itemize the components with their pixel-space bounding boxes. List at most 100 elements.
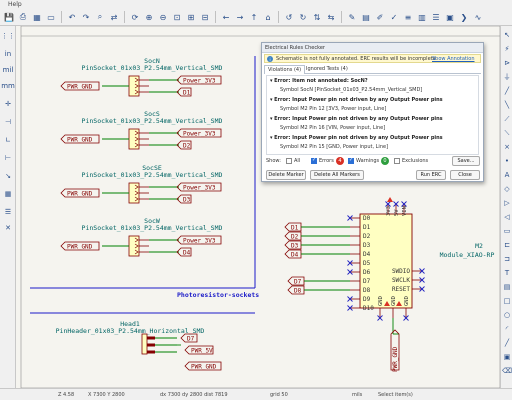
add-label-icon[interactable]: A — [504, 171, 510, 179]
forward-icon[interactable]: → — [236, 12, 244, 22]
delete-icon[interactable]: ⌫ — [502, 367, 512, 375]
all-checkbox[interactable] — [286, 158, 292, 164]
bom-icon[interactable]: ☰ — [432, 12, 440, 22]
delete-all-markers-button[interactable]: Delete All Markers — [310, 170, 364, 180]
mirror-h-icon[interactable]: ⇆ — [327, 12, 335, 22]
menu-help[interactable]: Help — [8, 1, 22, 8]
junction-icon[interactable]: • — [504, 157, 510, 165]
run-erc-button[interactable]: Run ERC — [416, 170, 446, 180]
find-icon[interactable]: ⌕ — [97, 12, 103, 21]
violation-heading[interactable]: Error: Input Power pin not driven by any… — [270, 135, 443, 141]
zoom-out-icon[interactable]: ⊖ — [159, 12, 167, 22]
symbol-browser-icon[interactable]: ▤ — [362, 12, 370, 22]
mirror-v-icon[interactable]: ⇅ — [313, 12, 321, 22]
netlist-icon[interactable]: ≡ — [404, 12, 412, 22]
erc-dialog-titlebar[interactable]: Electrical Rules Checker — [262, 43, 483, 53]
bus-icon[interactable]: ↘ — [5, 172, 11, 180]
add-circle-icon[interactable]: ○ — [503, 311, 511, 319]
close-button[interactable]: Close — [450, 170, 480, 180]
tools-icon[interactable]: ✕ — [5, 224, 11, 232]
violation-detail[interactable]: Symbol M2 Pin 12 [3V3, Power input, Line… — [280, 106, 387, 112]
violations-list[interactable]: Error: Item not annotated: SocN? Symbol … — [266, 75, 479, 155]
delete-marker-button[interactable]: Delete Marker — [266, 170, 306, 180]
zoom-objects-icon[interactable]: ⊞ — [187, 12, 195, 22]
add-text-icon[interactable]: T — [504, 269, 510, 277]
add-hier-label-icon[interactable]: ◁ — [504, 213, 510, 221]
add-wire-entry-icon[interactable]: ⟋ — [504, 114, 510, 123]
refresh-icon[interactable]: ⟳ — [131, 12, 139, 22]
add-bus-icon[interactable]: ╲ — [504, 101, 510, 109]
violation-detail[interactable]: Symbol SocN [PinSocket_01x03_P2.54mm_Ver… — [280, 87, 423, 93]
add-sheet-icon[interactable]: ▭ — [503, 227, 511, 235]
plot-icon[interactable]: ▦ — [33, 12, 41, 22]
cursor-icon[interactable]: ✛ — [5, 100, 11, 108]
header-pin — [147, 343, 155, 347]
hidden-pins-icon[interactable]: ⊣ — [4, 118, 12, 126]
add-arc-icon[interactable]: ◜ — [505, 325, 509, 333]
add-wire-icon[interactable]: ╱ — [504, 87, 510, 95]
save-icon[interactable]: 💾 — [4, 12, 14, 22]
mil-units-icon[interactable]: mil — [2, 66, 14, 74]
tab-violations[interactable]: Violations (4) — [264, 65, 306, 74]
no-connect-icon[interactable]: × — [504, 143, 510, 151]
select-icon[interactable]: ↖ — [504, 31, 510, 39]
add-line-icon[interactable]: ╱ — [504, 339, 510, 347]
find-replace-icon[interactable]: ⇄ — [110, 12, 118, 22]
properties-icon[interactable]: ☰ — [4, 208, 12, 216]
mm-units-icon[interactable]: mm — [1, 82, 15, 90]
warnings-checkbox[interactable] — [348, 157, 354, 164]
up-icon[interactable]: ↑ — [250, 12, 258, 22]
exclusions-checkbox[interactable] — [394, 158, 400, 164]
scripting-icon[interactable]: ❯ — [460, 12, 468, 22]
erc-icon[interactable]: ✓ — [390, 12, 398, 22]
redo-icon[interactable]: ↷ — [82, 12, 90, 22]
socket-value: PinSocket_01x03_P2.54mm_Vertical_SMD — [82, 224, 223, 232]
import-sheet-pin-icon[interactable]: ⊐ — [504, 255, 510, 263]
violation-detail[interactable]: Symbol M2 Pin 16 [VIN, Power input, Line… — [280, 125, 386, 131]
symbol-editor-icon[interactable]: ✎ — [348, 12, 356, 22]
print-icon[interactable]: ⎙ — [19, 12, 27, 21]
show-annotation-link[interactable]: Show Annotation — [432, 56, 475, 62]
zoom-selection-icon[interactable]: ⊟ — [201, 12, 209, 22]
status-bar: Z 4.58 X 7300 Y 2800 dx 7300 dy 2800 dis… — [0, 388, 512, 400]
violation-heading[interactable]: Error: Input Power pin not driven by any… — [270, 97, 443, 103]
add-global-label-icon[interactable]: ▷ — [504, 199, 510, 207]
pcb-icon[interactable]: ▣ — [446, 12, 454, 22]
save-button[interactable]: Save... — [452, 156, 480, 166]
errors-checkbox[interactable] — [311, 157, 317, 164]
inch-units-icon[interactable]: in — [4, 50, 12, 58]
highlight-net-icon[interactable]: ⚡ — [504, 45, 510, 53]
socket-value: PinSocket_01x03_P2.54mm_Vertical_SMD — [82, 64, 223, 72]
violation-heading[interactable]: Error: Input Power pin not driven by any… — [270, 116, 443, 122]
tab-ignored-tests[interactable]: Ignored Tests (4) — [306, 66, 348, 72]
undo-icon[interactable]: ↶ — [68, 12, 76, 22]
add-net-class-icon[interactable]: ◇ — [504, 185, 510, 193]
module-pin-name: D9 — [363, 296, 371, 303]
page-settings-icon[interactable]: ▭ — [47, 12, 55, 22]
add-image-icon[interactable]: ▣ — [503, 353, 511, 361]
rotate-ccw-icon[interactable]: ↺ — [285, 12, 293, 22]
back-icon[interactable]: ← — [222, 12, 230, 22]
annotate-icon[interactable]: ✐ — [376, 12, 384, 22]
grid-icon[interactable]: ⋮⋮ — [1, 32, 15, 40]
add-symbol-icon[interactable]: ⊳ — [504, 59, 510, 67]
violation-heading[interactable]: Error: Item not annotated: SocN? — [270, 78, 368, 84]
violation-detail[interactable]: Symbol M2 Pin 15 [GND, Power input, Line… — [280, 144, 389, 150]
power-label-shape — [176, 75, 222, 85]
pin-icon[interactable]: ⊢ — [4, 154, 12, 162]
zoom-fit-icon[interactable]: ⊡ — [173, 12, 181, 22]
wire-angle-icon[interactable]: ∟ — [5, 136, 11, 144]
sim-icon[interactable]: ∿ — [474, 12, 482, 22]
header-value: PinHeader_01x03_P2.54mm_Horizontal_SMD — [56, 327, 205, 335]
status-cursor-xy: X 7300 Y 2800 — [88, 392, 125, 398]
hierarchy-icon[interactable]: ⌂ — [265, 12, 271, 22]
add-power-icon[interactable]: ⏚ — [503, 73, 511, 81]
hierarchy-navigator-icon[interactable]: ▦ — [4, 190, 12, 198]
add-bus-entry-icon[interactable]: ⟍ — [504, 128, 510, 137]
add-sheet-pin-icon[interactable]: ⊏ — [504, 241, 510, 249]
rotate-cw-icon[interactable]: ↻ — [299, 12, 307, 22]
add-textbox-icon[interactable]: ▤ — [503, 283, 511, 291]
zoom-in-icon[interactable]: ⊕ — [145, 12, 153, 22]
footprint-assign-icon[interactable]: ▥ — [418, 12, 426, 22]
add-rectangle-icon[interactable]: □ — [503, 297, 511, 305]
